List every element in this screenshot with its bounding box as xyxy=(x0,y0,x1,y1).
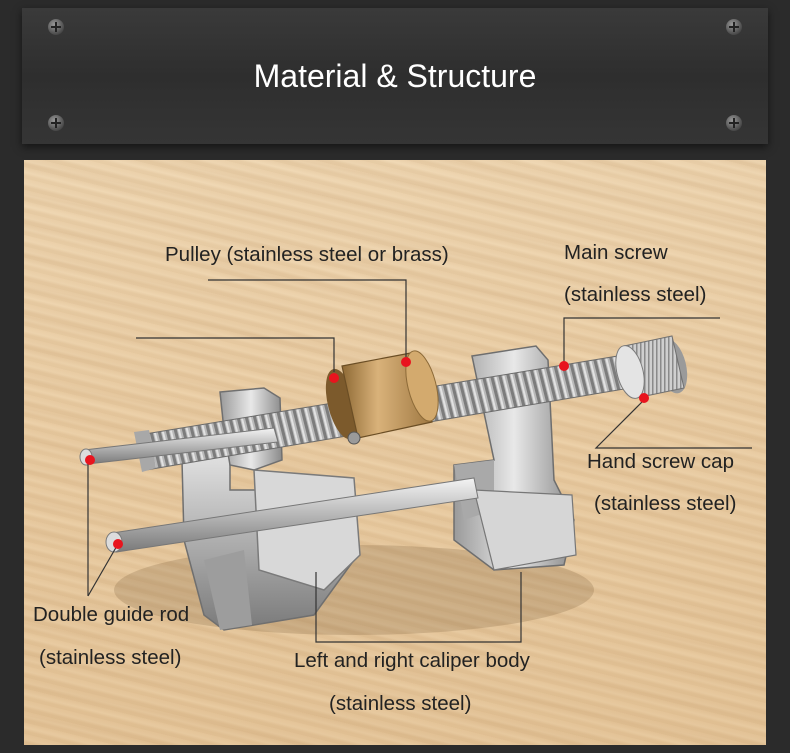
screw-icon xyxy=(48,115,64,131)
hand-screw-cap-label: Hand screw cap xyxy=(587,450,734,473)
main-screw-label: Main screw xyxy=(564,241,668,264)
screw-icon xyxy=(726,115,742,131)
page-title: Material & Structure xyxy=(253,58,537,94)
pulley-label: Pulley (stainless steel or brass) xyxy=(165,243,449,266)
screw-icon xyxy=(48,19,64,35)
leader-lines xyxy=(87,279,752,643)
guide-rod-label: Double guide rod xyxy=(33,603,190,626)
hand-screw-cap xyxy=(615,335,688,399)
honing-guide-illustration xyxy=(79,279,752,643)
screw-icon xyxy=(726,19,742,35)
caliper-body-material: (stainless steel) xyxy=(329,692,472,715)
brass-pulley xyxy=(325,350,439,445)
header-banner: Material & Structure xyxy=(22,8,768,144)
main-screw-material: (stainless steel) xyxy=(564,283,707,306)
product-photo: Pulley (stainless steel or brass) Main s… xyxy=(24,160,766,745)
callout-markers xyxy=(85,357,649,549)
hand-screw-cap-material: (stainless steel) xyxy=(594,492,737,515)
caliper-body-label: Left and right caliper body xyxy=(294,649,530,672)
guide-rod-material: (stainless steel) xyxy=(39,646,182,669)
